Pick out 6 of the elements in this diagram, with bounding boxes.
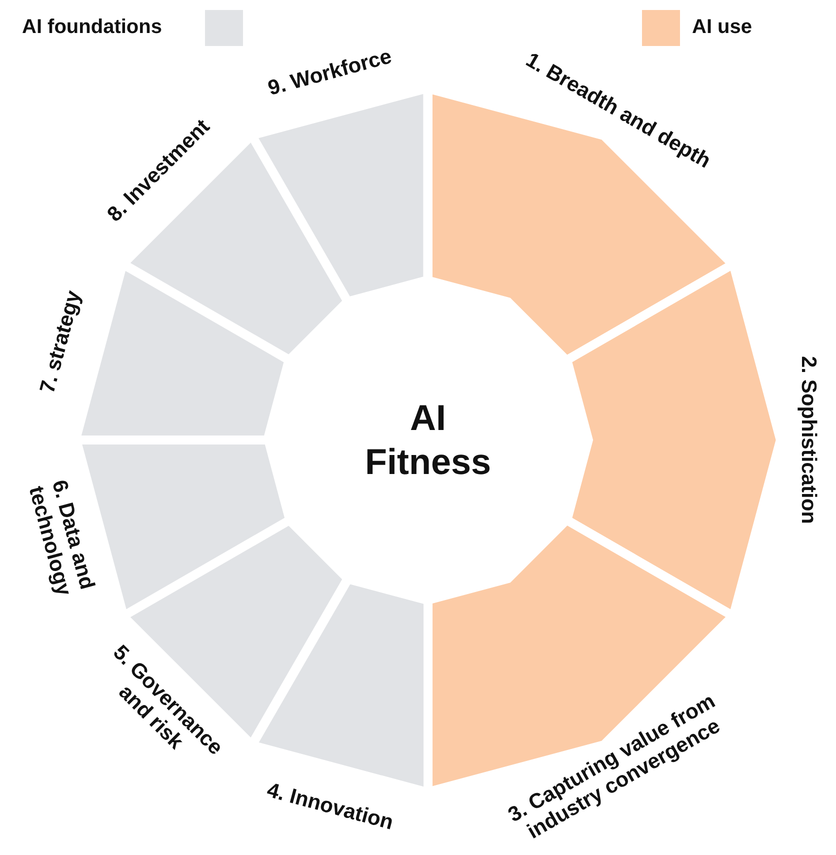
segment-label: 9. Workforce [264, 44, 395, 102]
legend-label: AI use [692, 16, 752, 39]
center-label: AI Fitness [358, 396, 498, 484]
segment-label: 2. Sophistication [796, 354, 820, 526]
legend-label: AI foundations [22, 16, 162, 39]
segment-label: 7. strategy [34, 286, 86, 398]
